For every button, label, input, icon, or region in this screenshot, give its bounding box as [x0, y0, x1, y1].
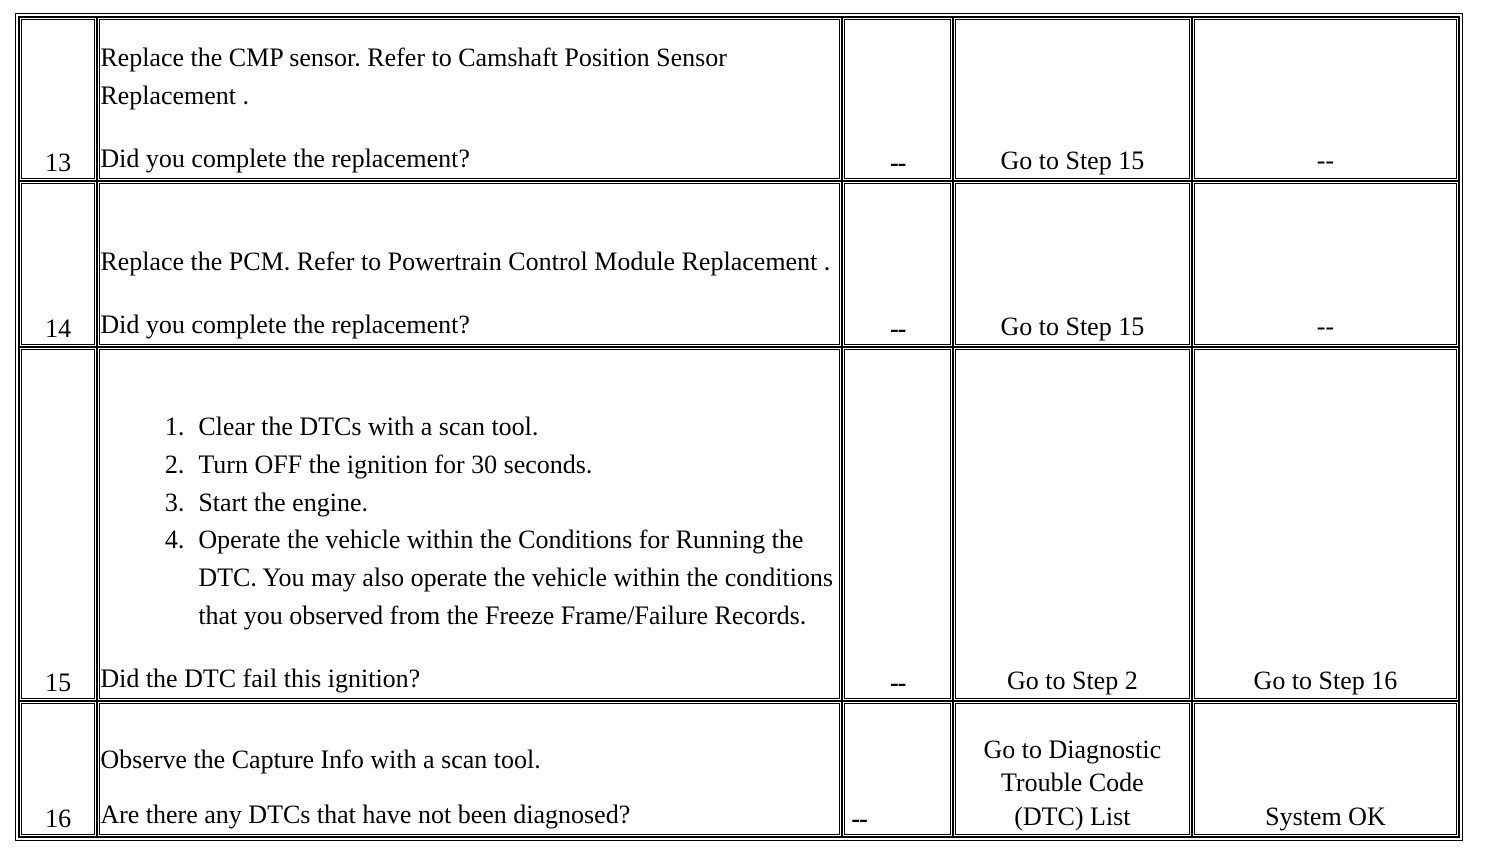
step-number: 16 — [45, 804, 72, 834]
value-cell: -- — [842, 347, 953, 701]
step-number: 15 — [45, 668, 72, 698]
branch-line: Go to Step 15 — [1000, 146, 1145, 176]
no-branch-cell: System OK — [1191, 701, 1459, 837]
no-branch-text: -- — [1195, 310, 1456, 344]
step-number: 13 — [45, 148, 72, 178]
branch-line: Go to Step 15 — [1000, 312, 1145, 342]
action-text: 1. Clear the DTCs with a scan tool. 2. T… — [100, 408, 839, 698]
list-item-label: Operate the vehicle within the Condition… — [198, 525, 834, 630]
step-number: 14 — [45, 314, 72, 344]
spacer — [100, 778, 839, 796]
branch-line: Trouble Code — [1000, 768, 1144, 798]
branch-line: -- — [1316, 146, 1335, 176]
no-branch-cell: -- — [1191, 17, 1459, 181]
list-item-number: 2. — [164, 449, 185, 479]
yes-branch-text: Go to Step 15 — [956, 144, 1189, 178]
action-question: Did the DTC fail this ignition? — [100, 664, 421, 694]
no-branch-cell: -- — [1191, 181, 1459, 347]
action-text: Replace the CMP sensor. Refer to Camshaf… — [100, 39, 839, 178]
table-row: 13 Replace the CMP sensor. Refer to Cams… — [19, 17, 1459, 181]
list-item: 4. Operate the vehicle within the Condit… — [100, 521, 839, 634]
no-branch-text: Go to Step 16 — [1195, 664, 1456, 698]
list-item-number: 1. — [164, 412, 185, 442]
spacer — [100, 634, 839, 660]
spacer — [100, 114, 839, 140]
value-text: -- — [889, 314, 906, 343]
action-cell: Replace the CMP sensor. Refer to Camshaf… — [97, 17, 843, 181]
list-item-label: Turn OFF the ignition for 30 seconds. — [198, 449, 593, 479]
table-row: 14 Replace the PCM. Refer to Powertrain … — [19, 181, 1459, 347]
list-item-label: Start the engine. — [198, 487, 368, 517]
value-cell: -- — [842, 181, 953, 347]
branch-line: Go to Step 16 — [1253, 666, 1398, 696]
action-paragraph: Replace the CMP sensor. Refer to Camshaf… — [100, 42, 727, 110]
action-paragraph: Observe the Capture Info with a scan too… — [100, 744, 541, 774]
yes-branch-text: Go to Diagnostic Trouble Code (DTC) List — [956, 733, 1189, 834]
list-item-number: 3. — [164, 487, 185, 517]
action-cell: 1. Clear the DTCs with a scan tool. 2. T… — [97, 347, 843, 701]
list-item-label: Clear the DTCs with a scan tool. — [198, 412, 539, 442]
action-cell: Replace the PCM. Refer to Powertrain Con… — [97, 181, 843, 347]
branch-line: (DTC) List — [1014, 802, 1131, 832]
list-item: 1. Clear the DTCs with a scan tool. — [100, 408, 839, 446]
branch-line: -- — [1316, 312, 1335, 342]
step-number-cell: 15 — [19, 347, 98, 701]
action-question: Did you complete the replacement? — [100, 310, 470, 340]
branch-line: Go to Step 2 — [1006, 666, 1138, 696]
yes-branch-cell: Go to Step 15 — [952, 17, 1192, 181]
spacer — [100, 280, 839, 306]
action-question: Did you complete the replacement? — [100, 144, 470, 174]
no-branch-text: -- — [1195, 144, 1456, 178]
value-text: -- — [889, 668, 906, 697]
branch-line: Go to Diagnostic — [983, 734, 1162, 764]
yes-branch-text: Go to Step 2 — [956, 664, 1189, 698]
action-paragraph: Replace the PCM. Refer to Powertrain Con… — [100, 246, 831, 276]
action-question: Are there any DTCs that have not been di… — [100, 800, 631, 830]
list-item: 3. Start the engine. — [100, 484, 839, 522]
list-item-number: 4. — [164, 525, 185, 555]
step-number-cell: 14 — [19, 181, 98, 347]
value-text: -- — [851, 804, 867, 833]
branch-line: System OK — [1265, 802, 1386, 832]
no-branch-text: System OK — [1195, 800, 1456, 834]
yes-branch-text: Go to Step 15 — [956, 310, 1189, 344]
step-number-cell: 16 — [19, 701, 98, 837]
list-item: 2. Turn OFF the ignition for 30 seconds. — [100, 446, 839, 484]
diagnostic-procedure-table: 13 Replace the CMP sensor. Refer to Cams… — [15, 13, 1463, 841]
action-cell: Observe the Capture Info with a scan too… — [97, 701, 843, 837]
yes-branch-cell: Go to Diagnostic Trouble Code (DTC) List — [952, 701, 1192, 837]
action-text: Replace the PCM. Refer to Powertrain Con… — [100, 243, 839, 344]
table-row: 16 Observe the Capture Info with a scan … — [19, 701, 1459, 837]
action-step-list: 1. Clear the DTCs with a scan tool. 2. T… — [100, 408, 839, 634]
yes-branch-cell: Go to Step 2 — [952, 347, 1192, 701]
value-cell: -- — [842, 701, 953, 837]
no-branch-cell: Go to Step 16 — [1191, 347, 1459, 701]
yes-branch-cell: Go to Step 15 — [952, 181, 1192, 347]
value-text: -- — [889, 148, 906, 177]
action-text: Observe the Capture Info with a scan too… — [100, 741, 839, 834]
table-row: 15 1. Clear the DTCs with a scan tool. 2… — [19, 347, 1459, 701]
value-cell: -- — [842, 17, 953, 181]
step-number-cell: 13 — [19, 17, 98, 181]
